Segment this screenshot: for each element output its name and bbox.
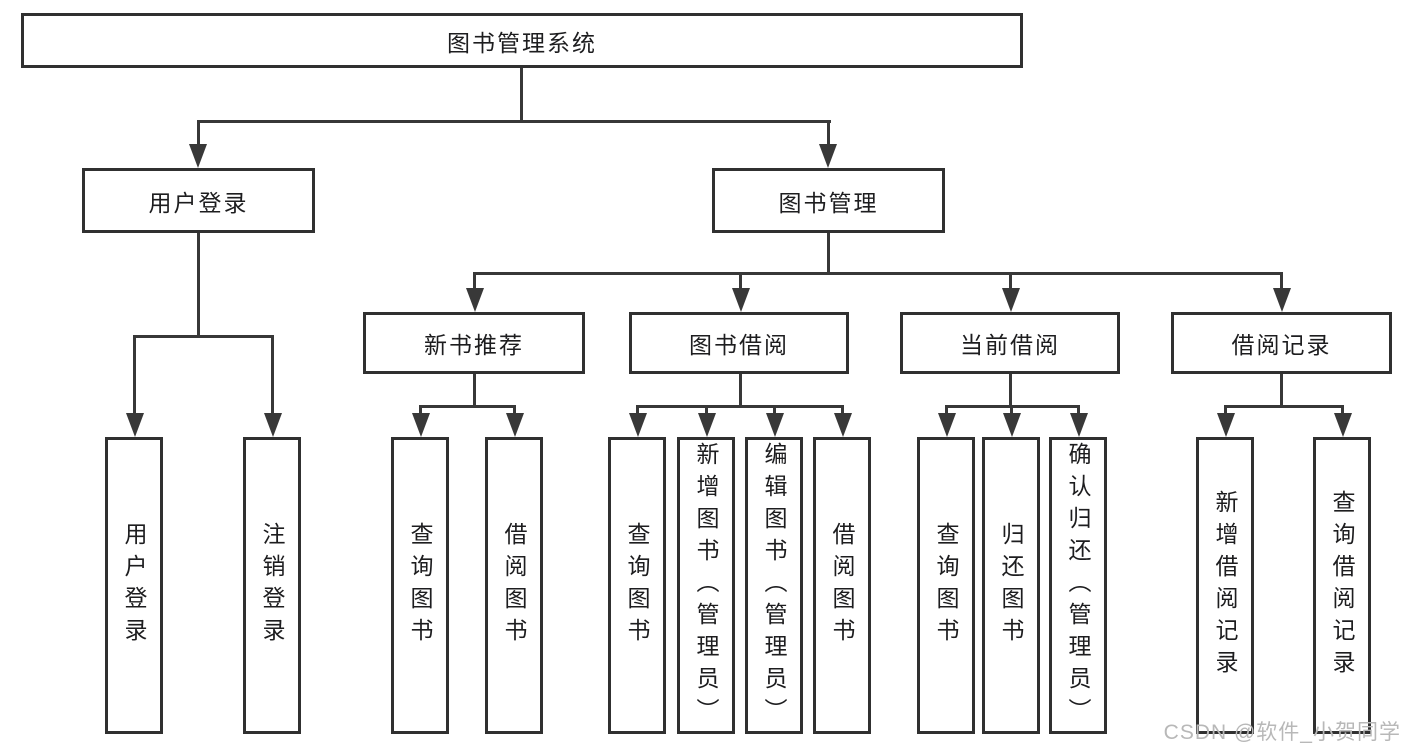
arrow-down-icon [819,144,837,168]
leaf-label: 借阅图书 [829,521,855,650]
arrow-down-icon [264,413,282,437]
connector-line [133,335,274,338]
leaf-query-books-recommendation: 查询图书 [391,437,449,734]
leaf-label: 查询图书 [933,521,959,650]
leaf-return-books: 归还图书 [982,437,1040,734]
arrow-down-icon [938,413,956,437]
leaf-label: 查询图书 [407,521,433,650]
arrow-down-icon [1002,288,1020,312]
connector-line [705,405,708,417]
node-borrowing-records: 借阅记录 [1171,312,1392,374]
connector-line [197,120,831,123]
connector-line [739,374,742,407]
arrow-down-icon [698,413,716,437]
arrow-down-icon [732,288,750,312]
arrow-down-icon [1334,413,1352,437]
arrow-down-icon [834,413,852,437]
connector-line [473,272,1283,275]
arrow-down-icon [126,413,144,437]
node-book-borrowing: 图书借阅 [629,312,849,374]
connector-line [133,335,136,415]
connector-line [513,405,516,417]
leaf-label: 注销登录 [259,521,285,650]
arrow-down-icon [466,288,484,312]
connector-line [419,405,422,417]
leaf-edit-books-admin: 编辑图书（管理员） [745,437,803,734]
arrow-down-icon [766,413,784,437]
connector-line [827,120,830,150]
leaf-label: 新增图书（管理员） [693,441,719,730]
connector-line [1009,272,1012,292]
connector-line [1280,272,1283,292]
arrow-down-icon [1003,413,1021,437]
connector-line [1224,405,1227,417]
connector-line [827,233,830,274]
leaf-label: 查询图书 [624,521,650,650]
leaf-label: 查询借阅记录 [1329,489,1355,682]
arrow-down-icon [1217,413,1235,437]
arrow-down-icon [189,144,207,168]
connector-line [739,272,742,292]
leaf-label: 确认归还（管理员） [1065,441,1091,730]
leaf-label: 借阅图书 [501,521,527,650]
connector-line [271,335,274,415]
connector-line [945,405,948,417]
leaf-user-login: 用户登录 [105,437,163,734]
connector-line [473,374,476,407]
connector-line [636,405,639,417]
csdn-watermark: CSDN @软件_小贺同学 [1163,721,1401,744]
connector-line [1280,374,1283,407]
connector-line [473,272,476,292]
arrow-down-icon [1273,288,1291,312]
leaf-borrow-books: 借阅图书 [813,437,871,734]
node-library-management-system: 图书管理系统 [21,13,1023,68]
node-current-borrowing: 当前借阅 [900,312,1120,374]
leaf-query-books-borrowing: 查询图书 [608,437,666,734]
arrow-down-icon [629,413,647,437]
leaf-borrow-books-recommendation: 借阅图书 [485,437,543,734]
leaf-label: 新增借阅记录 [1212,489,1238,682]
connector-line [1009,374,1012,407]
leaf-query-books-current: 查询图书 [917,437,975,734]
connector-line [1077,405,1080,417]
node-user-login: 用户登录 [82,168,315,233]
arrow-down-icon [412,413,430,437]
connector-line [773,405,776,417]
arrow-down-icon [506,413,524,437]
connector-line [1341,405,1344,417]
leaf-label: 用户登录 [121,521,147,650]
node-new-book-recommendation: 新书推荐 [363,312,585,374]
connector-line [197,233,200,337]
connector-line [520,68,523,122]
connector-line [197,120,200,150]
leaf-add-books-admin: 新增图书（管理员） [677,437,735,734]
leaf-label: 编辑图书（管理员） [761,441,787,730]
connector-line [636,405,844,408]
leaf-logout: 注销登录 [243,437,301,734]
connector-line [841,405,844,417]
node-book-management: 图书管理 [712,168,945,233]
leaf-label: 归还图书 [998,521,1024,650]
leaf-add-borrow-record: 新增借阅记录 [1196,437,1254,734]
connector-line [419,405,516,408]
arrow-down-icon [1070,413,1088,437]
connector-line [1224,405,1344,408]
leaf-query-borrow-record: 查询借阅记录 [1313,437,1371,734]
leaf-confirm-return-admin: 确认归还（管理员） [1049,437,1107,734]
connector-line [1010,405,1013,417]
